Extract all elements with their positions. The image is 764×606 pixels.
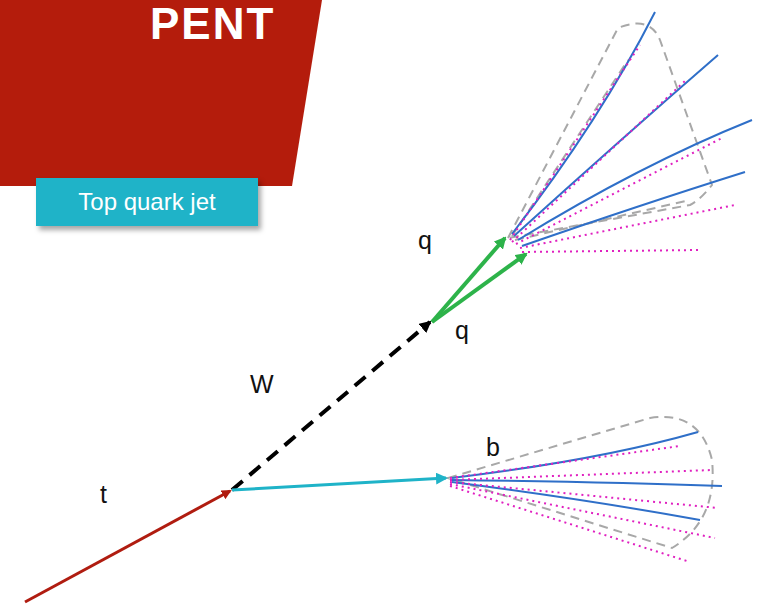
light-quark-line — [432, 254, 526, 322]
b-quark-line — [232, 478, 446, 490]
particle-label: W — [250, 372, 274, 397]
top-quark-line — [25, 491, 230, 602]
bottom-jet — [448, 417, 722, 562]
particle-label: t — [100, 482, 107, 507]
top-jet — [508, 12, 752, 252]
title-banner — [0, 0, 322, 186]
particle-label: q — [455, 318, 469, 343]
light-quark-line — [432, 238, 505, 322]
particle-label: q — [418, 228, 432, 253]
banner-text: PENT — [150, 2, 275, 46]
label-box: Top quark jet — [36, 178, 258, 226]
w-boson-line — [232, 322, 430, 490]
box-label: Top quark jet — [78, 189, 215, 215]
particle-label: b — [486, 435, 500, 460]
